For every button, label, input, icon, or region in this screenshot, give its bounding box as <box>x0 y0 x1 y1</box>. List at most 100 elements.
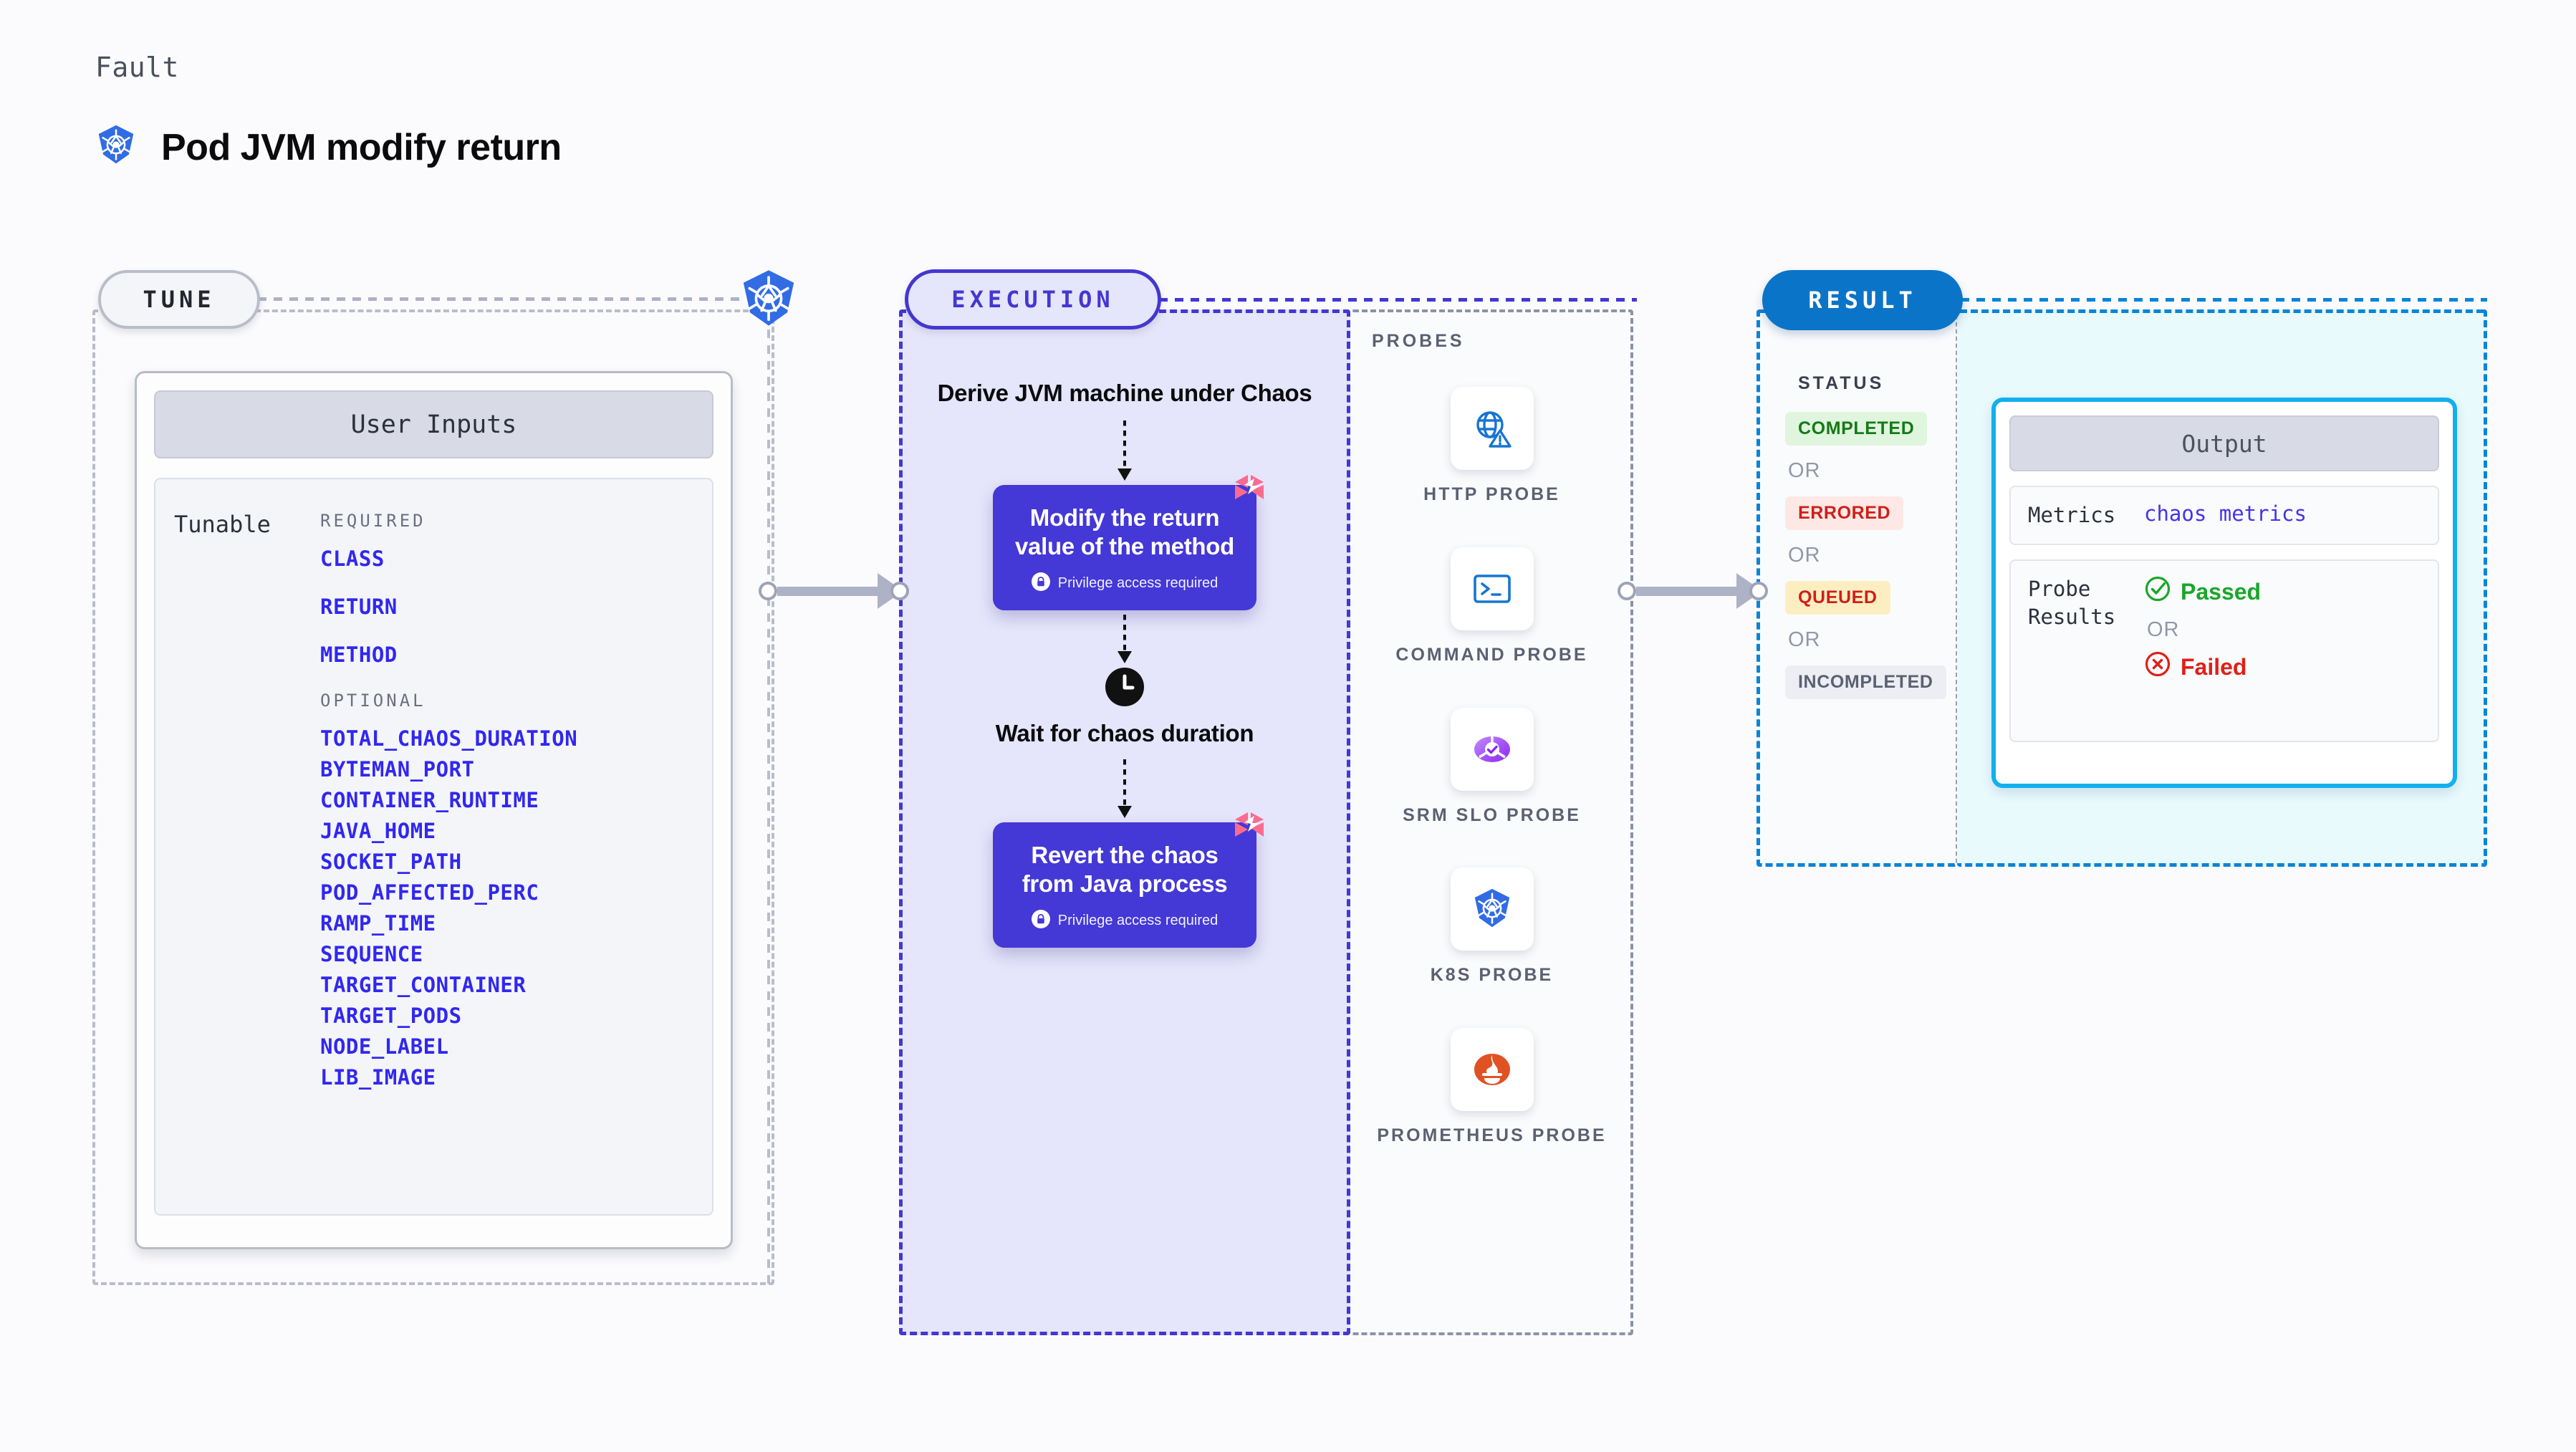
param-item[interactable]: RETURN <box>320 595 398 619</box>
terminal-icon <box>1450 547 1534 630</box>
param-item[interactable]: TOTAL_CHAOS_DURATION <box>320 726 578 751</box>
execution-step-label: Modify the return value of the method <box>1015 504 1234 559</box>
clock-icon <box>1105 668 1144 710</box>
connector-tune-to-execution <box>759 573 909 609</box>
probe-label: HTTP PROBE <box>1423 484 1560 504</box>
result-pill[interactable]: RESULT <box>1762 270 1963 330</box>
harness-icon <box>1229 807 1269 847</box>
page-title: Pod JVM modify return <box>161 126 562 168</box>
param-item[interactable]: CONTAINER_RUNTIME <box>320 788 539 812</box>
param-item[interactable]: JAVA_HOME <box>320 819 436 843</box>
probe-result-failed: Failed <box>2144 650 2261 683</box>
status-badge: ERRORED <box>1785 496 1904 530</box>
probe-item[interactable]: COMMAND PROBE <box>1350 547 1633 668</box>
probe-item[interactable]: SRM SLO PROBE <box>1350 707 1633 828</box>
param-item[interactable]: POD_AFFECTED_PERC <box>320 880 539 905</box>
param-item[interactable]: METHOD <box>320 643 398 667</box>
execution-step-label: Revert the chaos from Java process <box>1022 842 1228 897</box>
connector-dot <box>759 582 777 600</box>
privilege-note-text: Privilege access required <box>1057 913 1219 929</box>
privilege-note: Privilege access required <box>1006 910 1244 932</box>
connector-bar <box>777 586 878 596</box>
status-badge: COMPLETED <box>1785 412 1928 446</box>
lock-icon <box>1031 572 1050 595</box>
or-separator: OR <box>1788 628 1821 651</box>
x-circle-icon <box>2144 650 2171 683</box>
privilege-note-text: Privilege access required <box>1057 575 1219 592</box>
probe-label: COMMAND PROBE <box>1395 644 1588 665</box>
kubernetes-stem-line <box>767 330 770 1285</box>
prometheus-icon <box>1450 1028 1534 1111</box>
connector-execution-to-result <box>1618 573 1768 609</box>
status-badge: INCOMPLETED <box>1785 665 1946 699</box>
execution-step-title: Derive JVM machine under Chaos <box>937 380 1312 406</box>
probes-list: HTTP PROBE COMMAND PROBE SRM SLO PROBE K8S … <box>1350 387 1633 1148</box>
param-item[interactable]: BYTEMAN_PORT <box>320 757 475 782</box>
failed-label: Failed <box>2181 653 2247 680</box>
or-separator: OR <box>1788 459 1821 482</box>
probe-label: SRM SLO PROBE <box>1403 804 1581 825</box>
probe-item[interactable]: HTTP PROBE <box>1350 387 1633 507</box>
execution-pill[interactable]: EXECUTION <box>905 269 1161 330</box>
srm-slo-icon <box>1450 707 1534 791</box>
kubernetes-icon <box>736 267 801 332</box>
param-item[interactable]: TARGET_PODS <box>320 1004 462 1028</box>
param-item[interactable]: CLASS <box>320 547 385 571</box>
probe-item[interactable]: PROMETHEUS PROBE <box>1350 1028 1633 1148</box>
probe-results-row: Probe Results Passed OR <box>2009 559 2439 743</box>
metrics-value[interactable]: chaos metrics <box>2144 501 2307 526</box>
status-badge: QUEUED <box>1785 581 1890 615</box>
or-separator: OR <box>2147 618 2180 642</box>
output-card: Output Metrics chaos metrics Probe Resul… <box>1991 398 2457 788</box>
or-separator: OR <box>1788 544 1821 567</box>
tune-connector-line <box>258 297 739 301</box>
connector-dot <box>1749 582 1768 600</box>
result-connector-line <box>1961 298 2487 302</box>
flow-arrow <box>1118 759 1132 819</box>
execution-step-card: Modify the return value of the method Pr… <box>993 474 1264 611</box>
globe-warning-icon <box>1450 387 1534 470</box>
probe-item[interactable]: K8S PROBE <box>1350 867 1633 988</box>
tune-pill[interactable]: TUNE <box>98 270 260 329</box>
required-params-list: CLASS RETURN METHOD <box>320 547 712 667</box>
metrics-row: Metrics chaos metrics <box>2009 486 2439 546</box>
page-header: Pod JVM modify return <box>94 123 562 171</box>
optional-params-list: TOTAL_CHAOS_DURATION BYTEMAN_PORT CONTAINE… <box>320 726 712 1090</box>
probe-label: PROMETHEUS PROBE <box>1377 1125 1607 1145</box>
tunable-label: Tunable <box>174 511 271 538</box>
optional-group-title: OPTIONAL <box>320 691 426 711</box>
connector-dot <box>890 582 909 600</box>
param-item[interactable]: NODE_LABEL <box>320 1034 449 1059</box>
output-title: Output <box>2009 415 2439 471</box>
execution-connector-line <box>1159 298 1637 302</box>
harness-icon <box>1229 469 1269 509</box>
probe-label: K8S PROBE <box>1430 965 1554 986</box>
user-inputs-title: User Inputs <box>154 390 713 458</box>
probes-section <box>1350 309 1633 1335</box>
param-item[interactable]: LIB_IMAGE <box>320 1065 436 1090</box>
privilege-note: Privilege access required <box>1006 572 1244 595</box>
check-circle-icon <box>2144 575 2171 608</box>
connector-bar <box>1636 586 1736 596</box>
execution-step-card: Revert the chaos from Java process Privi… <box>993 812 1264 948</box>
lock-icon <box>1031 910 1050 932</box>
param-item[interactable]: RAMP_TIME <box>320 911 436 936</box>
param-item[interactable]: SOCKET_PATH <box>320 850 462 874</box>
status-badge-list: COMPLETED OR ERRORED OR QUEUED OR INCOMPLETED <box>1785 412 1950 699</box>
connector-dot <box>1618 582 1636 600</box>
probe-result-passed: Passed <box>2144 575 2261 608</box>
probes-label: PROBES <box>1372 331 1465 351</box>
param-item[interactable]: SEQUENCE <box>320 942 423 966</box>
status-label: STATUS <box>1798 373 1885 393</box>
fault-label: Fault <box>95 52 179 83</box>
kubernetes-icon <box>1450 867 1534 951</box>
param-item[interactable]: TARGET_CONTAINER <box>320 973 527 997</box>
metrics-key: Metrics <box>2028 503 2116 527</box>
probe-results-key: Probe Results <box>2028 577 2116 630</box>
execution-step-title: Wait for chaos duration <box>995 720 1254 747</box>
flow-arrow <box>1118 420 1132 481</box>
execution-flow: Derive JVM machine under Chaos Modify th… <box>899 380 1350 948</box>
probe-results-values: Passed OR Failed <box>2144 575 2261 726</box>
